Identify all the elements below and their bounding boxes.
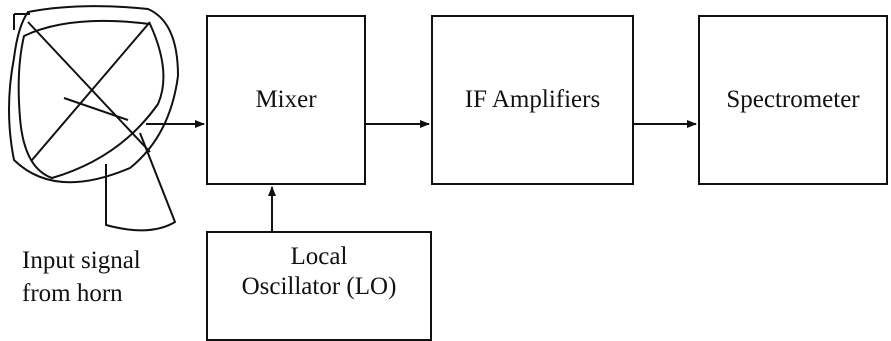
- dish-stand: [105, 132, 176, 232]
- dish-corner: [13, 13, 30, 30]
- mixer-block: Mixer: [206, 15, 366, 185]
- spectrometer-block: Spectrometer: [698, 15, 888, 185]
- dish-strut-1: [27, 21, 151, 153]
- dish-strut-2: [31, 21, 151, 161]
- satellite-dish-icon: [8, 5, 179, 232]
- spectrometer-label: Spectrometer: [726, 86, 860, 113]
- block-diagram: [8, 5, 697, 232]
- antenna-caption: Input signal from horn: [22, 245, 141, 310]
- mixer-label: Mixer: [255, 86, 317, 113]
- antenna-caption-line2: from horn: [22, 279, 123, 307]
- dish-strut-3: [63, 97, 129, 121]
- local-oscillator-label-line1: Local: [290, 243, 348, 270]
- local-oscillator-label-line2: Oscillator (LO): [241, 273, 397, 300]
- dish-inner-rim: [17, 19, 165, 179]
- dish-reflector: [8, 5, 179, 184]
- if-amplifiers-label: IF Amplifiers: [464, 86, 601, 113]
- antenna-caption-line1: Input signal: [22, 247, 141, 274]
- local-oscillator-block: Local Oscillator (LO): [206, 231, 432, 341]
- if-amplifiers-block: IF Amplifiers: [431, 15, 634, 185]
